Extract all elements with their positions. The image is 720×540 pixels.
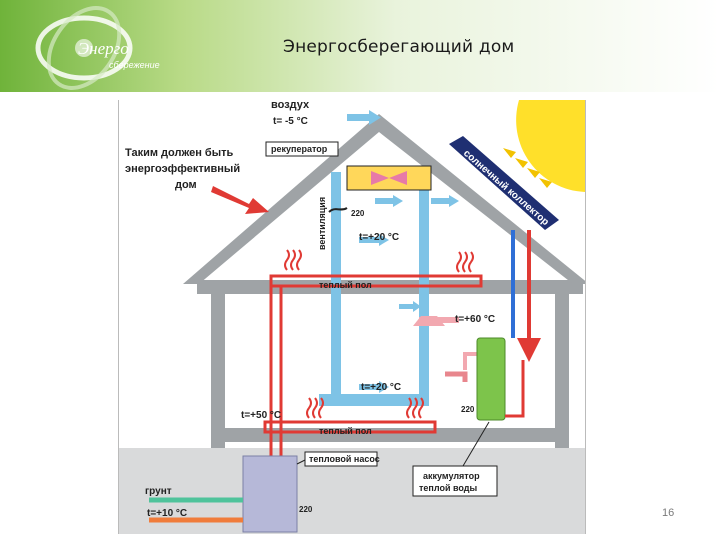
ground-label: грунт [145, 486, 172, 497]
page-title: Энергосберегающий дом [283, 37, 515, 57]
accumulator-pointer [462, 421, 490, 467]
house-right-wall [555, 294, 569, 448]
accumulator-label-line1: аккумулятор [423, 471, 480, 481]
accumulator-label-line2: теплой воды [419, 483, 477, 493]
power-label-tank: 220 [461, 405, 475, 414]
recuperator-label-box [265, 141, 339, 157]
room-temp: t=+20 °C [361, 382, 401, 393]
attic-temp: t=+20 °C [359, 232, 399, 243]
callout-text-line3: дом [175, 179, 197, 191]
logo-swirl-icon [35, 6, 133, 90]
heat-pump-label-box [304, 451, 378, 467]
logo-subtext: сбережение [109, 60, 160, 70]
heating-pipes [263, 280, 437, 460]
callout-text-line1: Таким должен быть [125, 147, 233, 159]
ventilation-label: вентиляция [317, 197, 327, 250]
tap-pipe [463, 352, 481, 370]
shower-head-icon [413, 316, 459, 326]
energy-house-diagram: солнечный коллектор рекуператор воздух t… [118, 99, 589, 534]
house-left-wall [211, 294, 225, 448]
accumulator-label-box [412, 465, 498, 497]
ground-floor-slab [225, 428, 555, 442]
hot-water-temp: t=+60 °C [455, 314, 495, 325]
hot-water-arrow-icon [399, 301, 421, 312]
logo-text: Энерго [78, 39, 129, 58]
water-tap-icon [445, 371, 468, 382]
house-schematic: солнечный коллектор рекуператор воздух t… [119, 99, 589, 534]
power-label-attic: 220 [351, 209, 365, 218]
slide-header: Энерго сбережение Энергосберегающий дом [0, 0, 720, 92]
warm-floor-label-upper: теплый пол [319, 280, 372, 290]
callout-text-line2: энергоэффективный [125, 163, 240, 175]
hot-water-accumulator-tank [476, 337, 506, 421]
recuperator-fan-icon [371, 171, 389, 185]
heat-waves-icon [284, 249, 474, 419]
recuperator-label: рекуператор [271, 144, 328, 154]
heat-pump-unit [242, 455, 298, 533]
sun-icon [516, 100, 585, 192]
power-plug-icon [328, 207, 348, 213]
ground-loop-pipes [149, 497, 243, 523]
tank-hot-return [505, 360, 525, 418]
floor-heating-temp: t=+50 °C [241, 410, 281, 421]
solar-collector-panel [449, 136, 559, 230]
outside-air-label: воздух [271, 100, 310, 111]
power-label-pump: 220 [299, 505, 313, 514]
page-number: 16 [662, 507, 675, 519]
outside-air-temp: t= -5 °C [273, 116, 308, 127]
recuperator-fan-icon [389, 171, 407, 185]
ground-temp: t=+10 °C [147, 508, 187, 519]
warm-floor-label-lower: теплый пол [319, 426, 372, 436]
heat-pump-label: тепловой насос [309, 454, 380, 464]
heat-pump-pointer [296, 459, 306, 465]
fresh-air-arrows-icon [347, 110, 459, 393]
sun-rays-icon [503, 148, 552, 188]
callout-arrow-icon [211, 186, 269, 214]
